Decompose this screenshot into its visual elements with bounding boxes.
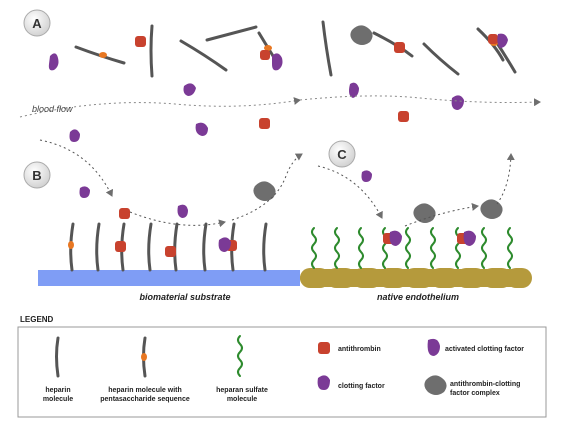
native-endothelium-label: native endothelium bbox=[377, 292, 459, 302]
antithrombin-icon bbox=[135, 36, 146, 47]
panel-a-molecules bbox=[48, 20, 517, 142]
legend-activated-clotting-factor-label: activated clotting factor bbox=[445, 346, 524, 353]
panel-label-c: C bbox=[337, 147, 347, 162]
activated-clotting-factor-icon bbox=[497, 33, 508, 48]
heparin-strand bbox=[179, 39, 228, 72]
activated-clotting-factor-icon bbox=[272, 53, 283, 71]
antithrombin-icon bbox=[398, 111, 409, 122]
legend-pentasaccharide-marker bbox=[141, 353, 147, 361]
legend-heparan-sulfate-icon bbox=[237, 335, 243, 377]
legend-heparin-label-2: molecule bbox=[43, 396, 73, 403]
blood-flow-arrows bbox=[19, 95, 541, 118]
activated-clotting-factor-icon bbox=[218, 237, 231, 252]
clotting-factor-icon bbox=[48, 53, 59, 71]
legend-complex-icon bbox=[424, 375, 447, 395]
panel-badge-c: C bbox=[328, 140, 356, 168]
legend-antithrombin-label: antithrombin bbox=[338, 346, 381, 353]
heparin-strand bbox=[422, 42, 460, 76]
antithrombin-icon bbox=[488, 34, 498, 44]
legend-complex-label-1: antithrombin-clotting bbox=[450, 381, 520, 388]
complex-icon bbox=[253, 181, 276, 201]
clotting-factor-icon bbox=[349, 82, 359, 98]
legend-heparan-sulfate-label-2: molecule bbox=[227, 396, 257, 403]
panel-badge-a: A bbox=[23, 9, 51, 37]
legend-clotting-factor-icon bbox=[317, 375, 330, 390]
legend-title: LEGEND bbox=[20, 315, 54, 324]
clotting-factor-icon bbox=[183, 83, 196, 96]
pentasaccharide-marker bbox=[68, 241, 74, 249]
panel-label-b: B bbox=[32, 168, 41, 183]
complex-icon bbox=[480, 199, 503, 219]
panel-c-heparan-sulfate bbox=[311, 227, 513, 269]
heparin-strand bbox=[372, 31, 414, 58]
legend-heparin-label-1: heparin bbox=[45, 387, 70, 394]
legend-heparin-icon bbox=[55, 336, 60, 378]
heparin-strand bbox=[149, 24, 154, 78]
pentasaccharide-marker bbox=[99, 52, 107, 58]
antithrombin-icon bbox=[260, 50, 270, 60]
activated-clotting-factor-icon bbox=[463, 230, 476, 246]
antithrombin-icon bbox=[259, 118, 270, 129]
heparin-strand bbox=[205, 25, 258, 42]
endothelium-layer bbox=[300, 268, 532, 288]
clotting-factor-icon bbox=[177, 204, 188, 218]
antithrombin-icon bbox=[394, 42, 405, 53]
antithrombin-icon bbox=[115, 241, 126, 252]
legend-heparin-penta-label-1: heparin molecule with bbox=[108, 387, 182, 394]
legend-antithrombin-icon bbox=[318, 342, 330, 354]
activated-clotting-factor-icon bbox=[389, 230, 402, 246]
panel-b-flow-arrows bbox=[39, 139, 303, 228]
panel-c-flow-arrows bbox=[317, 153, 515, 227]
panel-badge-b: B bbox=[23, 161, 51, 189]
panel-label-a: A bbox=[32, 16, 42, 31]
antithrombin-icon bbox=[119, 208, 130, 219]
legend-activated-clotting-factor-icon bbox=[427, 338, 440, 356]
legend-box bbox=[17, 326, 547, 418]
legend-complex-label-2: factor complex bbox=[450, 390, 500, 397]
clotting-factor-icon bbox=[361, 170, 372, 182]
clotting-factor-icon bbox=[79, 186, 90, 198]
biomaterial-substrate-bar bbox=[38, 270, 300, 286]
antithrombin-icon bbox=[165, 246, 176, 257]
clotting-factor-icon bbox=[451, 95, 464, 110]
biomaterial-substrate-label: biomaterial substrate bbox=[139, 292, 230, 302]
panel-c-markers bbox=[361, 170, 503, 246]
clotting-factor-icon bbox=[69, 129, 80, 142]
blood-flow-label: blood flow bbox=[32, 104, 73, 114]
legend-heparin-penta-label-2: pentasaccharide sequence bbox=[100, 396, 190, 403]
clotting-factor-icon bbox=[195, 122, 208, 136]
legend-heparan-sulfate-label-1: heparan sulfate bbox=[216, 387, 268, 394]
complex-icon bbox=[350, 25, 373, 45]
panel-b-markers bbox=[68, 181, 276, 257]
complex-icon bbox=[413, 203, 436, 223]
legend-clotting-factor-label: clotting factor bbox=[338, 383, 385, 390]
pentasaccharide-marker bbox=[264, 45, 272, 51]
heparin-strand bbox=[321, 20, 333, 77]
